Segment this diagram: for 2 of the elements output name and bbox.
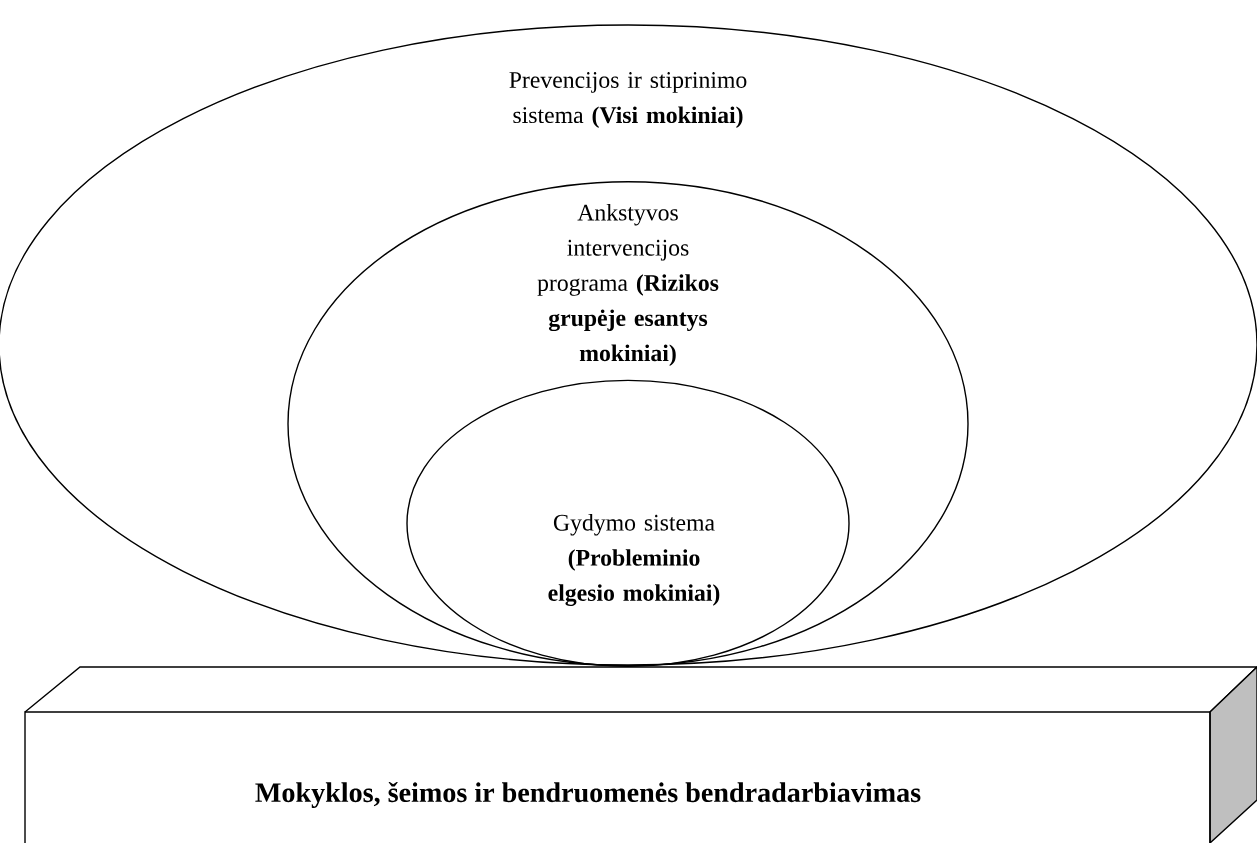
block-box: Mokyklos, šeimos ir bendruomenės bendradarbiavimas — [24, 665, 1257, 843]
node-label: Mokyklos, šeimos ir bendruomenės bendradarbiavimas — [255, 782, 921, 808]
